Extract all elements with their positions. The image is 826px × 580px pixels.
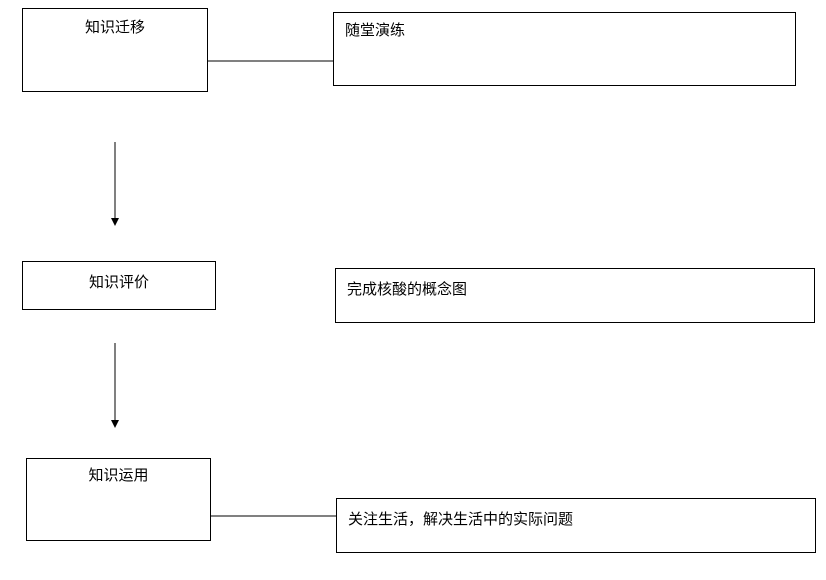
step-label-2: 知识评价 xyxy=(88,273,149,291)
flow-arrowhead-2 xyxy=(111,420,119,428)
note-box-1: 随堂演练 xyxy=(333,12,796,86)
step-box-3: 知识运用 xyxy=(26,458,211,541)
note-box-3: 关注生活，解决生活中的实际问题 xyxy=(336,498,816,553)
note-text-2: 完成核酸的概念图 xyxy=(347,280,468,298)
note-text-1: 随堂演练 xyxy=(345,21,406,39)
note-text-3: 关注生活，解决生活中的实际问题 xyxy=(348,510,574,528)
note-box-2: 完成核酸的概念图 xyxy=(335,268,815,323)
step-label-1: 知识迁移 xyxy=(84,18,145,36)
step-box-1: 知识迁移 xyxy=(22,8,208,92)
step-label-3: 知识运用 xyxy=(88,466,149,484)
step-box-2: 知识评价 xyxy=(22,261,216,310)
flow-arrowhead-1 xyxy=(111,218,119,226)
